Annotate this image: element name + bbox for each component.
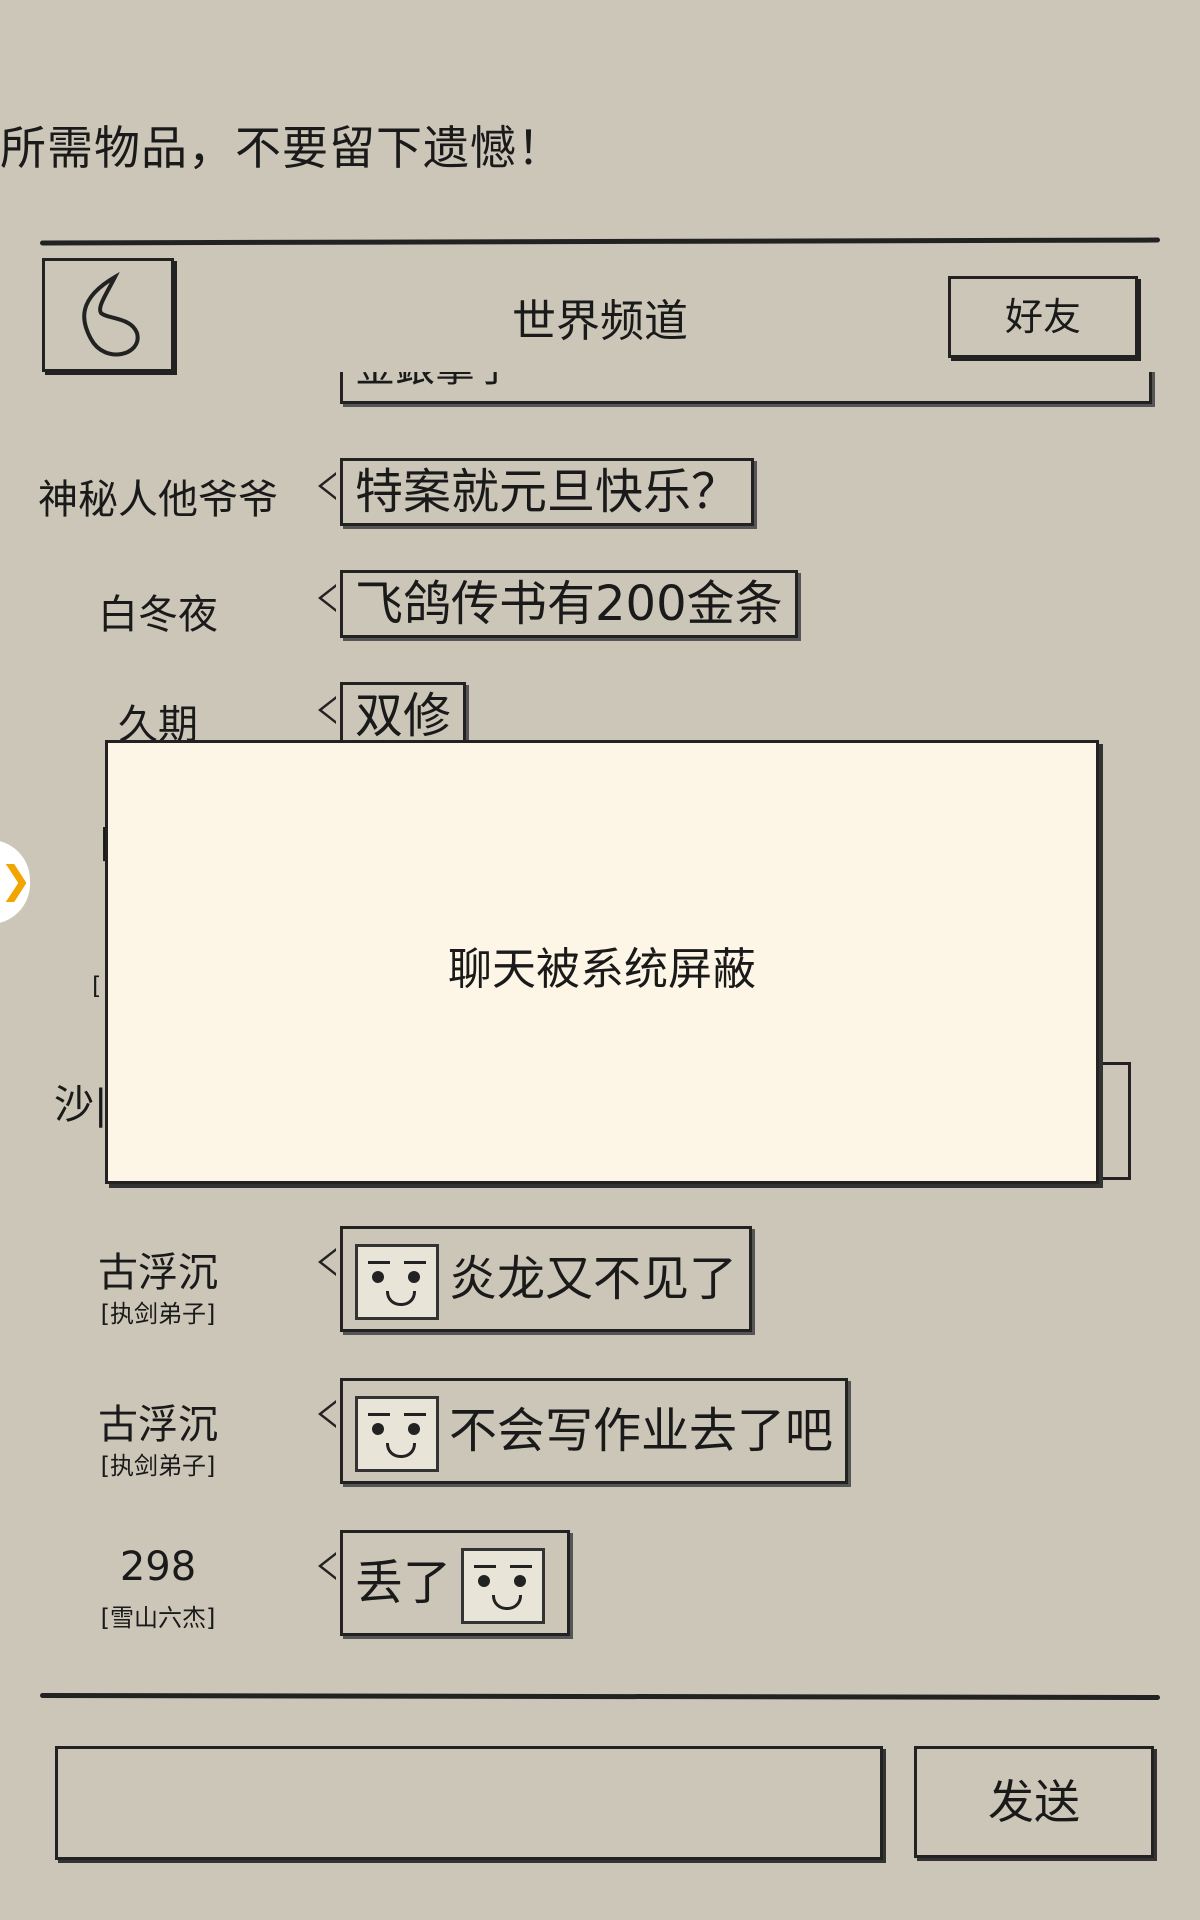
chevron-right-icon: ❯ xyxy=(0,858,32,902)
smiley-face-icon xyxy=(461,1548,546,1624)
side-drawer-tab[interactable]: ❯ xyxy=(0,840,32,924)
footer-divider xyxy=(39,1693,1161,1700)
sender-name[interactable]: 白冬夜 xyxy=(98,592,218,638)
bubble-pointer xyxy=(318,1552,336,1580)
sender-title: [执剑弟子] xyxy=(100,1300,216,1328)
message-text: 炎龙又不见了 xyxy=(449,1251,738,1307)
sender-title-partial: [ xyxy=(92,972,102,1000)
message-bubble: 双修 xyxy=(340,682,467,750)
message-text: 双修 xyxy=(355,688,452,744)
message-bubble: 丢了 xyxy=(340,1530,571,1636)
sender-name[interactable]: 古浮沉 xyxy=(98,1402,218,1448)
bubble-pointer xyxy=(318,1248,336,1276)
message-bubble: 炎龙又不见了 xyxy=(340,1226,753,1332)
chat-list[interactable]: 金銀拿了 神秘人他爷爷 特案就元旦快乐？ 白冬夜 飞鸽传书有200金条 久期 双… xyxy=(0,372,1200,1687)
back-button[interactable] xyxy=(42,258,174,372)
message-text: 不会写作业去了吧 xyxy=(449,1403,834,1459)
channel-title: 世界频道 xyxy=(512,296,688,347)
message-input[interactable] xyxy=(55,1746,883,1860)
back-icon xyxy=(82,271,140,357)
friends-button[interactable]: 好友 xyxy=(948,276,1138,358)
bubble-pointer xyxy=(318,696,336,724)
message-bubble: 不会写作业去了吧 xyxy=(340,1378,849,1484)
sender-title: [执剑弟子] xyxy=(100,1452,216,1480)
message-text: 丢了 xyxy=(355,1555,452,1611)
sender-name[interactable]: 神秘人他爷爷 xyxy=(38,477,278,523)
announcement-ticker: 所需物品，不要留下遗憾！ xyxy=(0,121,564,175)
bubble-pointer xyxy=(318,472,336,500)
header-divider xyxy=(39,237,1161,246)
message-bubble: 飞鸽传书有200金条 xyxy=(340,570,798,638)
system-notice-modal[interactable]: 聊天被系统屏蔽 xyxy=(105,740,1099,1184)
smiley-face-icon xyxy=(355,1396,439,1472)
message-bubble-partial: 金銀拿了 xyxy=(340,372,1152,404)
sender-title: [雪山六杰] xyxy=(100,1604,216,1632)
message-text: 飞鸽传书有200金条 xyxy=(355,576,783,632)
sender-name-partial: 沙| xyxy=(54,1082,108,1128)
sender-name[interactable]: 298 xyxy=(119,1544,197,1590)
send-button[interactable]: 发送 xyxy=(914,1746,1154,1858)
message-bubble: 特案就元旦快乐？ xyxy=(340,458,755,526)
bubble-pointer xyxy=(318,1400,336,1428)
modal-message: 聊天被系统屏蔽 xyxy=(448,944,756,995)
message-bubble-partial xyxy=(1080,1062,1131,1180)
bubble-pointer xyxy=(318,584,336,612)
sender-name[interactable]: 古浮沉 xyxy=(98,1250,218,1296)
smiley-face-icon xyxy=(355,1244,439,1320)
message-text: 特案就元旦快乐？ xyxy=(355,464,740,520)
